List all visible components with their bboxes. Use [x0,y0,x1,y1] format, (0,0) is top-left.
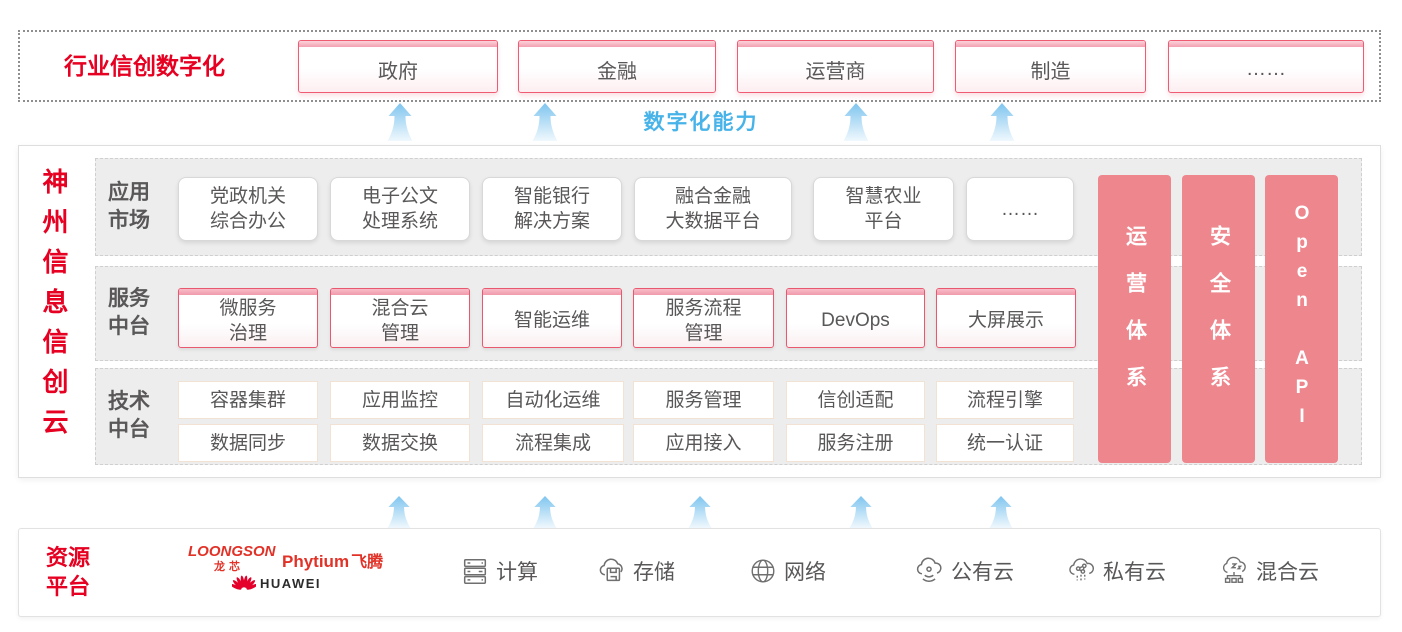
phytium-logo-text: Phytium [282,552,350,571]
app-card: 电子公文 处理系统 [330,177,470,241]
service-card: 智能运维 [482,288,622,348]
industry-section-title: 行业信创数字化 [64,53,225,79]
up-arrow-icon [989,496,1013,528]
industry-card-accent [956,41,1145,47]
up-arrow-icon [387,496,411,528]
capability-label: 数字化能力 [643,111,759,134]
up-arrow-icon [688,496,712,528]
service-card: 服务流程 管理 [633,288,774,348]
network-icon [751,559,775,583]
storage-icon [599,558,623,582]
app-card: 智慧农业 平台 [813,177,954,241]
pillar-label: 安全体系 [1207,225,1231,413]
tech-card: 数据同步 [178,424,318,462]
resource-label: 私有云 [1103,561,1166,584]
industry-card-finance: 金融 [518,40,716,93]
tech-card: 流程引擎 [936,381,1074,419]
industry-card-accent [299,41,497,47]
huawei-logo: HUAWEI [232,574,321,592]
tech-card: 数据交换 [330,424,470,462]
hybrid-cloud-icon [1222,556,1246,583]
app-card: 党政机关 综合办公 [178,177,318,241]
pillar-label: 运营体系 [1123,225,1147,413]
resource-label: 网络 [784,561,826,584]
resource-item-compute: 计算 [460,556,538,586]
pillar-operation-system: 运营体系 [1098,175,1171,463]
tech-card: 统一认证 [936,424,1074,462]
row-label-service-middle: 服务 中台 [108,287,150,338]
phytium-logo-cn: 飞腾 [351,554,384,571]
industry-card-label: 政府 [378,61,418,83]
up-arrow-icon [532,103,558,141]
compute-icon [463,559,487,584]
app-card: 融合金融 大数据平台 [634,177,792,241]
industry-card-accent [1169,41,1363,47]
service-card: 大屏展示 [936,288,1076,348]
loongson-logo-text: LOONGSON [188,543,276,560]
public-cloud-icon [916,557,942,582]
service-card: 微服务 治理 [178,288,318,348]
industry-card-label: 运营商 [805,61,866,83]
resource-section-frame [18,528,1381,617]
huawei-flower-icon [232,575,256,590]
tech-card: 应用接入 [633,424,774,462]
service-card: DevOps [786,288,925,348]
industry-card-label: 制造 [1030,61,1071,83]
resource-label: 公有云 [951,561,1014,584]
up-arrow-icon [849,496,873,528]
industry-card-accent [738,41,933,47]
app-card: 智能银行 解决方案 [482,177,622,241]
tech-card: 信创适配 [786,381,925,419]
pillar-label: Open API [1291,203,1313,435]
pillar-open-api: Open API [1265,175,1338,463]
industry-card-accent [519,41,715,47]
resource-label: 存储 [633,561,675,584]
service-card: 混合云 管理 [330,288,470,348]
app-card-more: …… [966,177,1074,241]
row-label-tech-middle: 技术 中台 [108,390,150,441]
tech-card: 服务管理 [633,381,774,419]
resource-label: 混合云 [1256,561,1319,584]
industry-card-more: …… [1168,40,1364,93]
tech-card: 自动化运维 [482,381,624,419]
cloud-platform-title: 神州信息信创云 [39,168,69,448]
resource-item-network: 网络 [748,556,826,586]
row-label-app-market: 应用 市场 [108,181,150,232]
resource-item-storage: 存储 [595,556,675,586]
tech-card: 应用监控 [330,381,470,419]
loongson-logo: LOONGSON 龙芯 [188,544,276,575]
industry-card-government: 政府 [298,40,498,93]
resource-item-public-cloud: 公有云 [913,556,1014,586]
industry-card-operator: 运营商 [737,40,934,93]
huawei-logo-text: HUAWEI [260,575,321,591]
industry-card-manufacturing: 制造 [955,40,1146,93]
tech-card: 容器集群 [178,381,318,419]
up-arrow-icon [843,103,869,141]
resource-label: 计算 [496,561,538,584]
resource-item-private-cloud: 私有云 [1065,556,1166,586]
resource-section-title: 资源 平台 [46,545,91,599]
up-arrow-icon [387,103,413,141]
private-cloud-icon [1069,558,1094,581]
loongson-logo-cn: 龙芯 [214,561,244,573]
tech-card: 流程集成 [482,424,624,462]
industry-card-label: 金融 [597,61,637,83]
resource-item-hybrid-cloud: 混合云 [1218,556,1319,586]
tech-card: 服务注册 [786,424,925,462]
up-arrow-icon [989,103,1015,141]
pillar-security-system: 安全体系 [1182,175,1255,463]
up-arrow-icon [533,496,557,528]
industry-card-label: …… [1246,58,1286,80]
